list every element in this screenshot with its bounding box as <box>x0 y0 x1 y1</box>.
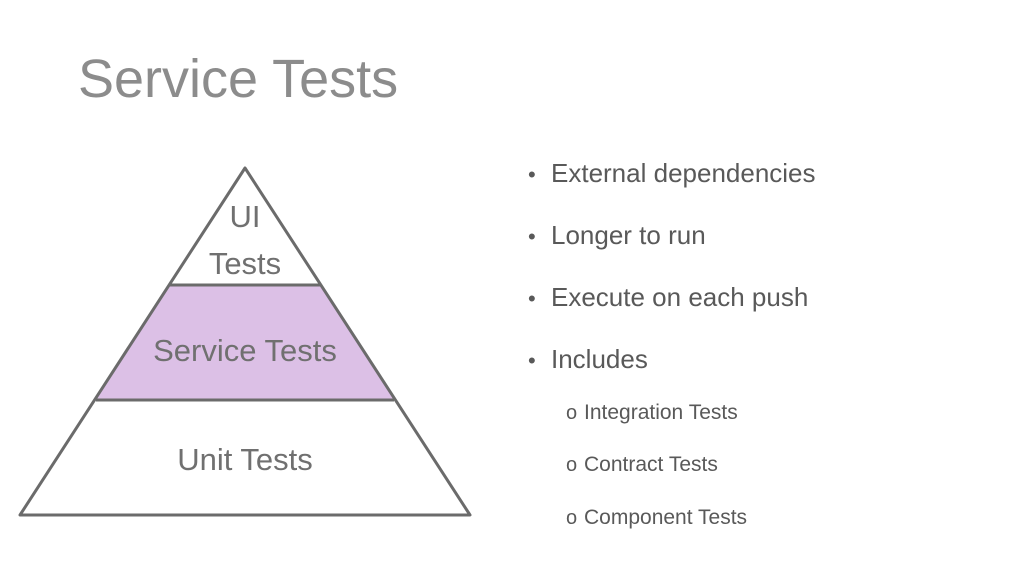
sub-bullet-marker: o <box>566 454 578 476</box>
sub-bullet-marker: o <box>566 402 578 424</box>
pyramid-outline <box>18 166 472 517</box>
bullet-dot-icon: • <box>528 162 536 187</box>
sub-bullet-marker: o <box>566 507 578 529</box>
pyramid-label-service: Service Tests <box>153 333 337 368</box>
sub-bullet-item: o Component Tests <box>566 506 747 530</box>
bullet-item: • External dependencies <box>528 158 816 189</box>
bullet-item: • Includes <box>528 344 648 375</box>
pyramid-label-unit: Unit Tests <box>177 442 313 477</box>
bullet-dot-icon: • <box>528 286 536 311</box>
bullet-text: External dependencies <box>551 158 816 188</box>
test-pyramid: UI Tests Service Tests Unit Tests <box>18 166 472 517</box>
bullet-item: • Longer to run <box>528 220 706 251</box>
bullet-dot-icon: • <box>528 224 536 249</box>
sub-bullet-text: Contract Tests <box>584 453 718 476</box>
pyramid-service-band <box>96 285 394 400</box>
bullet-dot-icon: • <box>528 348 536 373</box>
pyramid-label-ui-line1: UI <box>230 199 261 234</box>
pyramid-label-ui-line2: Tests <box>209 246 281 281</box>
sub-bullet-item: o Contract Tests <box>566 453 718 477</box>
sub-bullet-text: Component Tests <box>584 506 748 529</box>
bullet-item: • Execute on each push <box>528 282 808 313</box>
bullet-text: Longer to run <box>551 220 706 250</box>
sub-bullet-item: o Integration Tests <box>566 401 738 425</box>
bullet-text: Execute on each push <box>551 282 809 312</box>
sub-bullet-text: Integration Tests <box>584 401 738 424</box>
slide-title: Service Tests <box>78 49 399 109</box>
bullet-text: Includes <box>551 344 648 374</box>
